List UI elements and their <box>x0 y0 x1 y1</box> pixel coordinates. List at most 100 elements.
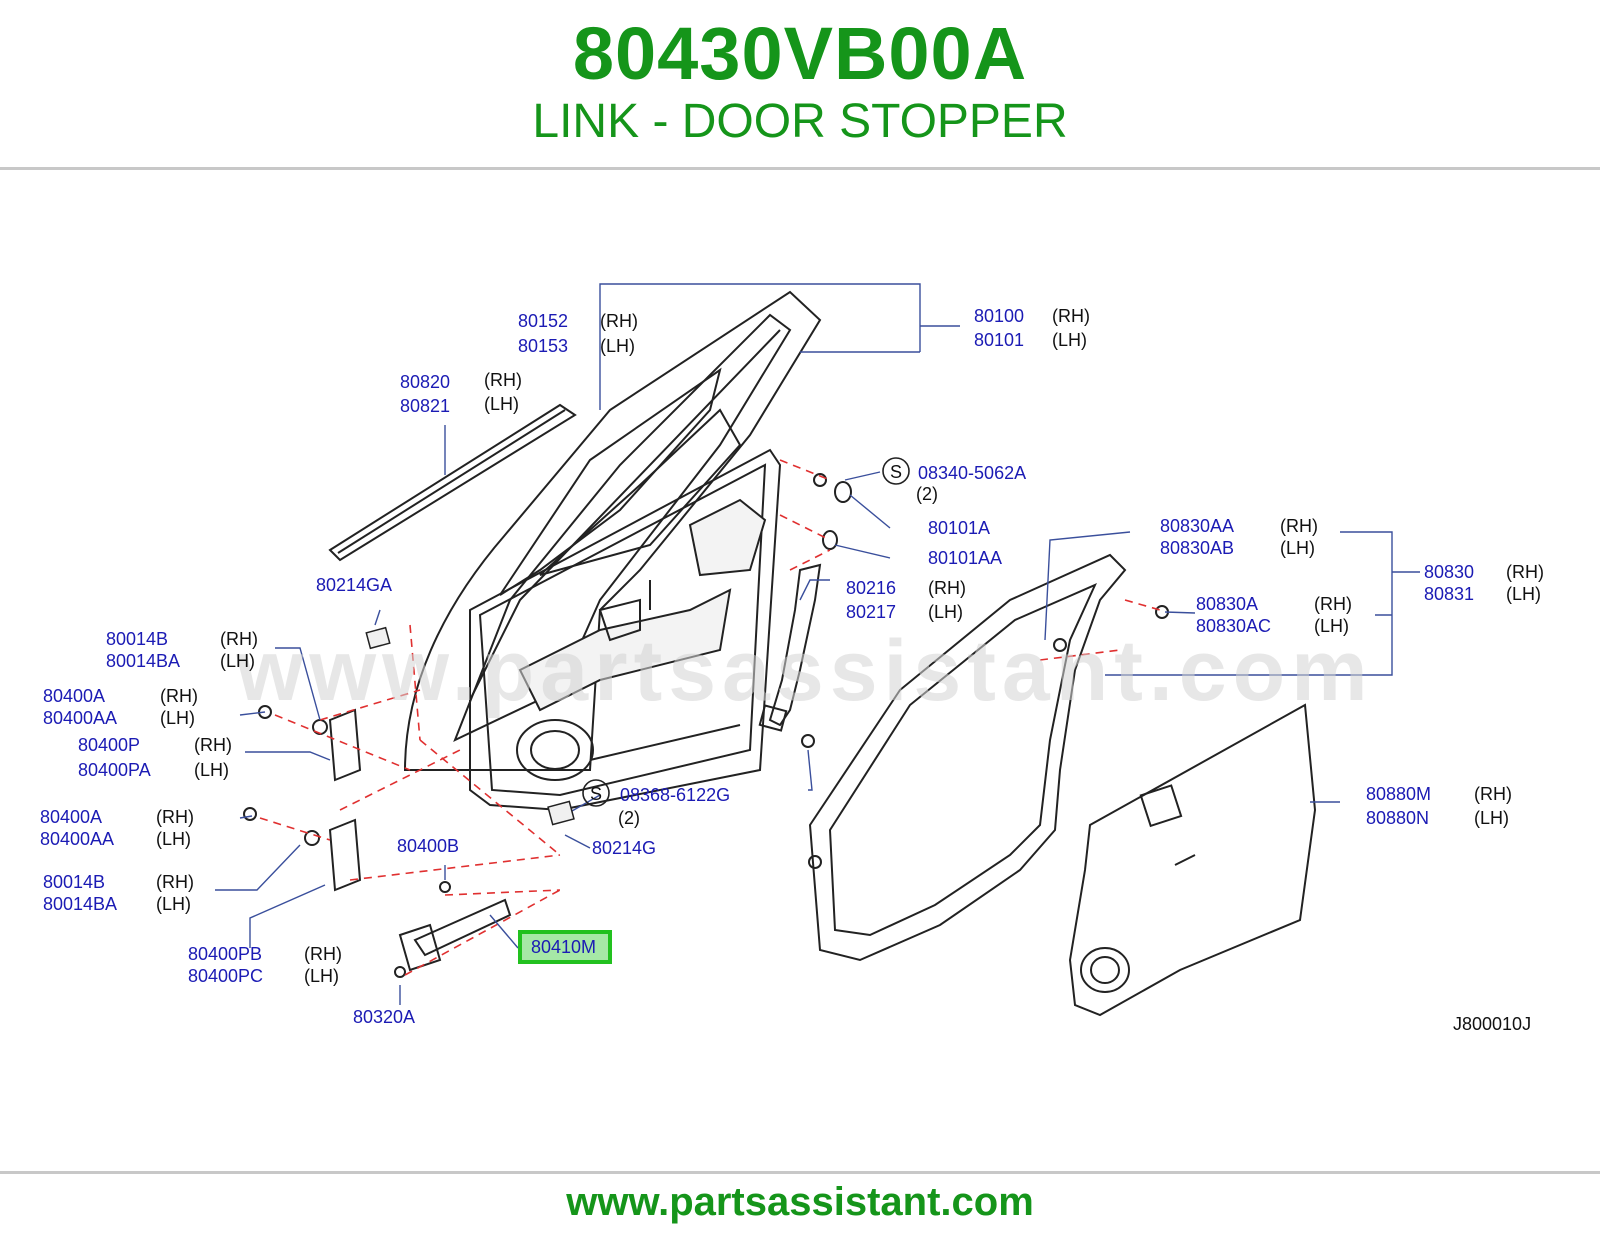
callout-c5: 80101A <box>928 518 990 538</box>
standard-part-symbol-letter: S <box>590 784 602 804</box>
header-divider <box>0 167 1600 170</box>
part-link[interactable]: 80830AC <box>1196 616 1271 636</box>
part-link[interactable]: 80830AA <box>1160 516 1234 536</box>
side-label: (RH) <box>156 872 194 892</box>
callout-c17: 80400A (RH) 80400AA (LH) <box>40 807 194 849</box>
side-label: (RH) <box>600 311 638 331</box>
part-link[interactable]: 80152 <box>518 311 568 331</box>
callout-c19: 80214G <box>592 838 656 858</box>
side-label: (LH) <box>1280 538 1315 558</box>
side-label: (LH) <box>1314 616 1349 636</box>
callout-c18: 80400B <box>397 836 459 856</box>
standard-part-symbol-letter: S <box>890 462 902 482</box>
part-link[interactable]: 80400PA <box>78 760 151 780</box>
part-link[interactable]: 80830AB <box>1160 538 1234 558</box>
part-link[interactable]: 80400AA <box>40 829 114 849</box>
part-link[interactable]: 80217 <box>846 602 896 622</box>
side-label: (RH) <box>220 629 258 649</box>
part-link[interactable]: 80214G <box>592 838 656 858</box>
part-name-subtitle: LINK - DOOR STOPPER <box>532 95 1068 148</box>
part-link[interactable]: 80101AA <box>928 548 1002 568</box>
side-label: (RH) <box>1506 562 1544 582</box>
side-label: (RH) <box>304 944 342 964</box>
callout-c10: 80216 (RH) 80217 (LH) <box>846 578 966 622</box>
part-link[interactable]: 80830A <box>1196 594 1258 614</box>
side-label: (LH) <box>304 966 339 986</box>
callout-c20: 80014B (RH) 80014BA (LH) <box>43 872 194 914</box>
part-link[interactable]: 80831 <box>1424 584 1474 604</box>
footer-website-link[interactable]: www.partsassistant.com <box>566 1180 1034 1224</box>
callout-c4: S 08340-5062A (2) <box>882 457 1026 504</box>
part-link[interactable]: 80400A <box>40 807 102 827</box>
side-label: (LH) <box>160 708 195 728</box>
part-link[interactable]: 08368-6122G <box>620 785 730 805</box>
part-link[interactable]: 80320A <box>353 1007 415 1027</box>
part-link[interactable]: 80400B <box>397 836 459 856</box>
highlighted-part-link[interactable]: 80410M <box>531 937 596 957</box>
part-link[interactable]: 80820 <box>400 372 450 392</box>
trim-panel-drawing <box>1068 703 1317 1017</box>
leader-lines <box>215 283 1420 1005</box>
exploded-door-diagram: www.partsassistant.com 80152 (RH) 80153 … <box>40 283 1544 1034</box>
part-link[interactable]: 80216 <box>846 578 896 598</box>
callout-c14: 80400P (RH) 80400PA (LH) <box>78 735 232 780</box>
hinge-drawing <box>243 705 512 978</box>
side-label: (RH) <box>194 735 232 755</box>
part-link[interactable]: 80880M <box>1366 784 1431 804</box>
part-link[interactable]: 80400A <box>43 686 105 706</box>
part-link[interactable]: 80014BA <box>43 894 117 914</box>
quantity-label: (2) <box>618 808 640 828</box>
callout-c6: 80101AA <box>928 548 1002 568</box>
callout-c22: 80400PB (RH) 80400PC (LH) <box>188 944 342 986</box>
watermark: www.partsassistant.com <box>235 623 1373 719</box>
callout-c2: 80100 (RH) 80101 (LH) <box>974 306 1090 350</box>
standard-part-symbol <box>882 457 910 485</box>
callout-c9: 80214GA <box>316 575 392 595</box>
part-link[interactable]: 80400PC <box>188 966 263 986</box>
callout-c3: 80820 (RH) 80821 (LH) <box>400 370 522 416</box>
callout-c15: S 08368-6122G (2) <box>582 779 730 828</box>
part-link[interactable]: 80400PB <box>188 944 262 964</box>
callout-c11: 80830A (RH) 80830AC (LH) <box>1196 594 1352 636</box>
page-header: 80430VB00A LINK - DOOR STOPPER <box>0 0 1600 168</box>
part-link[interactable]: 80400AA <box>43 708 117 728</box>
part-link[interactable]: 08340-5062A <box>918 463 1026 483</box>
weatherstrip-drawing <box>808 553 1127 962</box>
part-link[interactable]: 80014BA <box>106 651 180 671</box>
part-link[interactable]: 80880N <box>1366 808 1429 828</box>
side-label: (RH) <box>160 686 198 706</box>
side-label: (RH) <box>1474 784 1512 804</box>
callout-c7: 80830AA (RH) 80830AB (LH) <box>1160 516 1318 558</box>
side-label: (RH) <box>1280 516 1318 536</box>
side-label: (RH) <box>1314 594 1352 614</box>
part-link[interactable]: 80153 <box>518 336 568 356</box>
highlight-box <box>518 930 612 964</box>
glass-run-drawing <box>758 563 822 732</box>
callout-c21-highlighted: 80410M <box>518 930 612 964</box>
door-inner-panel-drawing <box>469 448 782 812</box>
part-link[interactable]: 80101A <box>928 518 990 538</box>
fastener-drawing <box>801 473 1169 748</box>
callout-c1: 80152 (RH) 80153 (LH) <box>518 311 638 356</box>
callout-c16: 80880M (RH) 80880N (LH) <box>1366 784 1512 828</box>
quantity-label: (2) <box>916 484 938 504</box>
side-label: (RH) <box>928 578 966 598</box>
parts-diagram: www.partsassistant.com 80152 (RH) 80153 … <box>0 270 1600 1080</box>
part-link[interactable]: 80014B <box>43 872 105 892</box>
part-link[interactable]: 80100 <box>974 306 1024 326</box>
part-link[interactable]: 80014B <box>106 629 168 649</box>
callout-c12: 80014B (RH) 80014BA (LH) <box>106 629 258 671</box>
side-label: (RH) <box>484 370 522 390</box>
side-label: (LH) <box>156 829 191 849</box>
side-label: (LH) <box>600 336 635 356</box>
callout-c23: 80320A <box>353 1007 415 1027</box>
side-label: (RH) <box>1052 306 1090 326</box>
side-label: (LH) <box>194 760 229 780</box>
part-link[interactable]: 80214GA <box>316 575 392 595</box>
part-link[interactable]: 80101 <box>974 330 1024 350</box>
part-link[interactable]: 80821 <box>400 396 450 416</box>
part-link[interactable]: 80400P <box>78 735 140 755</box>
standard-part-symbol <box>582 779 610 807</box>
part-link[interactable]: 80830 <box>1424 562 1474 582</box>
diagram-code: J800010J <box>1453 1014 1531 1034</box>
